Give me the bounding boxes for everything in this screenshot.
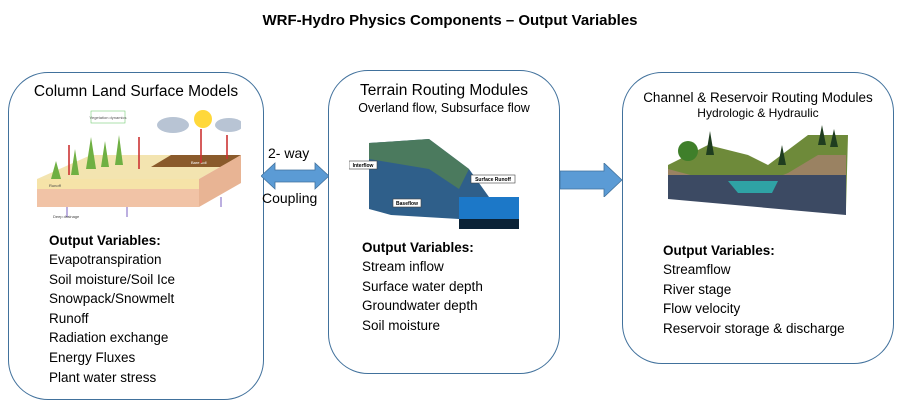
output-list: Stream inflow Surface water depth Ground… bbox=[362, 257, 483, 335]
svg-text:Deep drainage: Deep drainage bbox=[53, 214, 80, 219]
output-item: Energy Fluxes bbox=[49, 349, 136, 365]
channel-routing-box: Channel & Reservoir Routing Modules Hydr… bbox=[622, 72, 894, 364]
box-title: Column Land Surface Models bbox=[33, 83, 239, 100]
output-item: Plant water stress bbox=[49, 369, 157, 385]
svg-text:Vegetation dynamics: Vegetation dynamics bbox=[90, 115, 127, 120]
output-item: Groundwater depth bbox=[362, 298, 478, 314]
output-list: Streamflow River stage Flow velocity Res… bbox=[663, 260, 845, 338]
output-heading: Output Variables: bbox=[663, 243, 775, 258]
terrain-illustration: Interflow Surface Runoff Baseflow bbox=[349, 139, 519, 229]
box-subtitle: Overland flow, Subsurface flow bbox=[358, 101, 530, 115]
output-item: Surface water depth bbox=[362, 278, 483, 294]
output-heading: Output Variables: bbox=[362, 240, 474, 255]
svg-text:Surface Runoff: Surface Runoff bbox=[475, 177, 511, 183]
svg-text:Baseflow: Baseflow bbox=[396, 201, 418, 207]
output-heading: Output Variables: bbox=[49, 233, 161, 248]
box-title: Channel & Reservoir Routing Modules bbox=[643, 90, 873, 105]
output-item: Soil moisture/Soil Ice bbox=[49, 271, 176, 287]
output-item: Snowpack/Snowmelt bbox=[49, 291, 175, 307]
land-surface-illustration: Vegetation dynamics Bare soil Runoff Dee… bbox=[37, 110, 241, 219]
terrain-routing-box: Terrain Routing Modules Overland flow, S… bbox=[328, 70, 560, 374]
right-arrow bbox=[560, 163, 622, 197]
coupling-label-bottom: Coupling bbox=[262, 190, 318, 206]
channel-illustration bbox=[668, 125, 848, 215]
output-item: Reservoir storage & discharge bbox=[663, 320, 845, 336]
output-item: Radiation exchange bbox=[49, 330, 169, 346]
svg-text:Bare soil: Bare soil bbox=[191, 160, 207, 165]
box-subtitle: Hydrologic & Hydraulic bbox=[697, 106, 819, 120]
output-item: River stage bbox=[663, 281, 732, 297]
output-list: Evapotranspiration Soil moisture/Soil Ic… bbox=[49, 250, 175, 387]
land-surface-box: Column Land Surface Models Vegetation dy… bbox=[8, 72, 264, 400]
two-way-arrow bbox=[261, 162, 329, 190]
output-item: Evapotranspiration bbox=[49, 252, 162, 267]
svg-text:Runoff: Runoff bbox=[49, 183, 62, 188]
output-item: Soil moisture bbox=[362, 317, 441, 333]
output-item: Stream inflow bbox=[362, 259, 444, 274]
diagram-title: WRF-Hydro Physics Components – Output Va… bbox=[262, 12, 638, 29]
output-item: Streamflow bbox=[663, 262, 731, 277]
output-item: Flow velocity bbox=[663, 301, 741, 317]
box-title: Terrain Routing Modules bbox=[359, 82, 528, 99]
output-item: Runoff bbox=[49, 310, 89, 326]
svg-text:Interflow: Interflow bbox=[353, 163, 374, 169]
coupling-label-top: 2- way bbox=[268, 145, 310, 161]
